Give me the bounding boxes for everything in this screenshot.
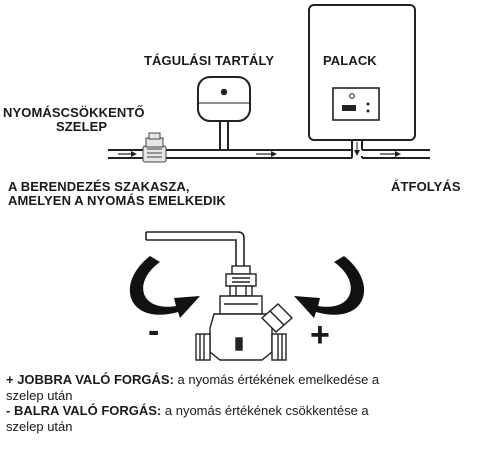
boiler-down-arrow <box>354 142 360 156</box>
instruction-plus-text-2: szelep után <box>6 387 73 403</box>
expansion-tank <box>197 76 251 150</box>
adjustment-wrench <box>145 231 245 268</box>
section-label-1: A BERENDEZÉS SZAKASZA, <box>8 179 190 194</box>
boiler <box>308 4 416 141</box>
instruction-plus-label: + JOBBRA VALÓ FORGÁS: <box>6 372 174 387</box>
instruction-plus-text-1: a nyomás értékének emelkedése a <box>173 372 380 387</box>
section-label-2: AMELYEN A NYOMÁS EMELKEDIK <box>8 193 226 208</box>
rotate-left-arrow <box>129 256 200 318</box>
expansion-tank-label: TÁGULÁSI TARTÁLY <box>144 53 275 68</box>
instructions: + JOBBRA VALÓ FORGÁS: a nyomás értékének… <box>6 372 474 434</box>
rotate-right-arrow <box>294 256 365 318</box>
boiler-control-panel <box>332 87 380 121</box>
pressure-reducer-label-1: NYOMÁSCSÖKKENTŐ <box>3 105 145 120</box>
pressure-reducing-valve <box>142 132 167 163</box>
boiler-label: PALACK <box>323 53 377 68</box>
instruction-minus-text-1: a nyomás értékének csökkentése a <box>161 403 369 418</box>
flow-arrows <box>118 151 401 157</box>
valve-body <box>195 265 294 361</box>
boiler-pipes <box>351 140 430 158</box>
instruction-minus-text-2: szelep után <box>6 418 73 434</box>
outflow-label: ÁTFOLYÁS <box>391 179 461 194</box>
minus-sign: - <box>148 312 160 350</box>
instruction-plus: + JOBBRA VALÓ FORGÁS: a nyomás értékének… <box>6 372 474 388</box>
plus-sign: + <box>310 316 330 354</box>
main-pipe <box>108 149 430 159</box>
instruction-minus: - BALRA VALÓ FORGÁS: a nyomás értékének … <box>6 403 474 419</box>
pressure-reducer-label-2: SZELEP <box>56 119 108 134</box>
instruction-minus-label: - BALRA VALÓ FORGÁS: <box>6 403 162 418</box>
